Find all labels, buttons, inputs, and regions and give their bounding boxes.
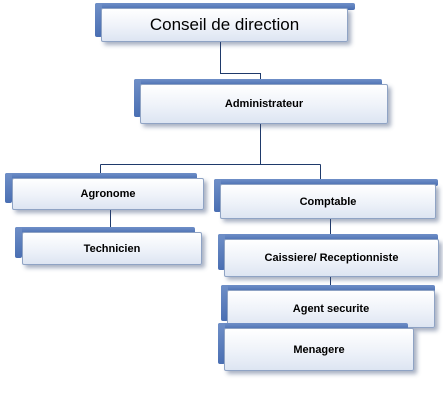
node-label: Conseil de direction bbox=[149, 15, 300, 34]
node-accent-tab bbox=[218, 323, 408, 330]
node-accent-tab bbox=[95, 3, 355, 10]
node-accent-tab bbox=[15, 227, 22, 258]
node-label: Agent securite bbox=[292, 303, 370, 315]
node-accent-tab bbox=[214, 179, 221, 212]
node-agronome: Agronome bbox=[12, 178, 204, 210]
node-accent-tab bbox=[15, 227, 195, 234]
node-label: Agronome bbox=[80, 188, 136, 200]
node-accent-tab bbox=[218, 323, 225, 364]
node-accent-tab bbox=[218, 234, 225, 270]
node-caissiere-receptionniste: Caissiere/ Receptionniste bbox=[224, 239, 439, 277]
node-accent-tab bbox=[5, 173, 197, 180]
connector-conseil-admin bbox=[220, 42, 261, 84]
node-accent-tab bbox=[5, 173, 12, 203]
node-accent-tab bbox=[214, 179, 438, 186]
node-accent-tab bbox=[134, 79, 382, 86]
node-label: Technicien bbox=[83, 242, 141, 255]
node-administrateur: Administrateur bbox=[140, 84, 388, 124]
node-accent-tab bbox=[221, 285, 435, 292]
node-accent-tab bbox=[221, 285, 228, 321]
node-menagere: Menagere bbox=[224, 328, 414, 371]
node-label: Caissiere/ Receptionniste bbox=[264, 252, 399, 264]
node-conseil-de-direction: Conseil de direction bbox=[101, 8, 348, 42]
node-label: Menagere bbox=[293, 343, 345, 356]
node-label: Administrateur bbox=[224, 98, 304, 110]
node-technicien: Technicien bbox=[22, 232, 202, 265]
node-accent-tab bbox=[218, 234, 438, 241]
node-agent-securite: Agent securite bbox=[227, 290, 435, 328]
node-label: Comptable bbox=[299, 195, 357, 208]
node-comptable: Comptable bbox=[220, 184, 436, 219]
node-accent-tab bbox=[95, 3, 102, 37]
node-accent-tab bbox=[134, 79, 141, 117]
